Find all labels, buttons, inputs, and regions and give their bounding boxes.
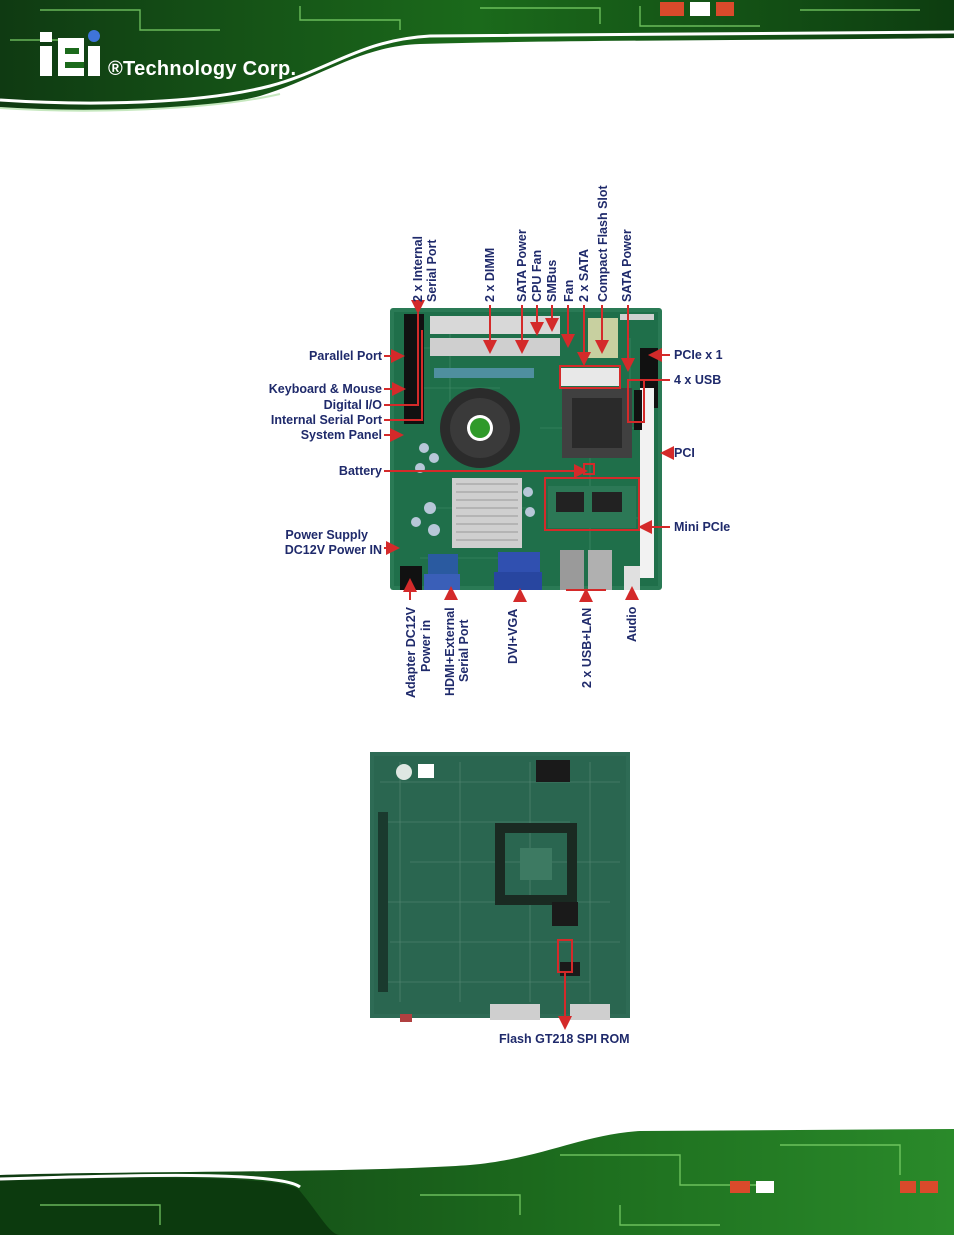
label-cpu-fan: CPU Fan	[530, 249, 544, 302]
label-compact-flash-slot: Compact Flash Slot	[596, 185, 610, 302]
board-bottom-view	[370, 752, 630, 1022]
iei-logo	[40, 30, 100, 76]
label-2x-dimm: 2 x DIMM	[483, 247, 497, 302]
label-pci: PCI	[674, 446, 695, 460]
label-dc12v-power-in: DC12V Power IN	[284, 543, 382, 557]
label-power-supply: Power Supply	[285, 528, 368, 542]
label-sata-power-2: SATA Power	[620, 229, 634, 302]
label-power-in: Power in	[419, 619, 433, 672]
label-parallel-port: Parallel Port	[309, 349, 382, 363]
label-dvi-vga: DVI+VGA	[506, 608, 520, 664]
label-keyboard-mouse: Keyboard & Mouse	[268, 382, 382, 396]
label-pcie-x1: PCIe x 1	[674, 348, 723, 362]
label-fan: Fan	[562, 279, 576, 302]
label-system-panel: System Panel	[300, 428, 382, 442]
label-mini-pcie: Mini PCIe	[674, 520, 731, 534]
label-flash-gt218-spi-rom: Flash GT218 SPI ROM	[499, 1032, 630, 1046]
label-hdmi-external: HDMI+External	[443, 607, 457, 696]
company-name: ®Technology Corp.	[108, 58, 297, 80]
label-serial-port-bottom: Serial Port	[457, 619, 471, 682]
label-sata-power-1: SATA Power	[515, 229, 529, 302]
label-digital-io: Digital I/O	[323, 398, 382, 412]
label-2x-sata: 2 x SATA	[577, 248, 591, 302]
label-2x-usb-lan: 2 x USB+LAN	[580, 607, 594, 688]
label-2x-internal: 2 x Internal	[411, 236, 425, 302]
label-smbus: SMBus	[545, 259, 559, 302]
label-internal-serial-port: Internal Serial Port	[270, 413, 382, 427]
label-audio: Audio	[625, 606, 639, 642]
label-adapter-dc12v: Adapter DC12V	[404, 607, 418, 698]
footer-banner	[0, 1129, 954, 1235]
label-4-usb: 4 x USB	[674, 373, 722, 387]
header-banner	[0, 0, 954, 118]
label-battery: Battery	[338, 464, 382, 478]
label-serial-port-top: Serial Port	[425, 239, 439, 302]
board-top-view	[390, 308, 662, 590]
